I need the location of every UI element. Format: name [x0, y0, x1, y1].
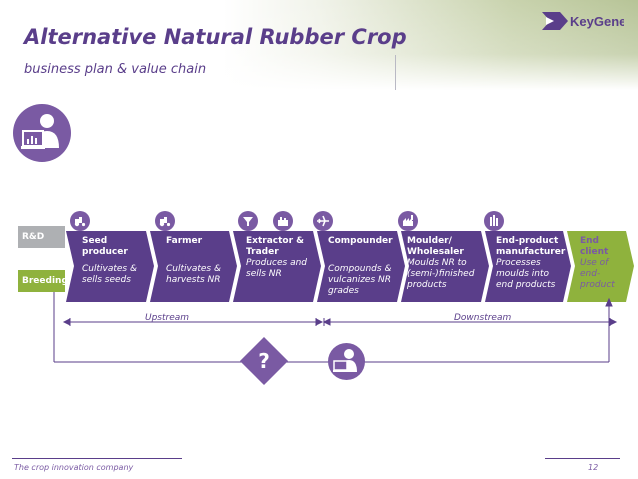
- chain-step-desc: Cultivates & sells seeds: [82, 264, 137, 285]
- downstream-label: Downstream: [454, 313, 512, 323]
- footer-divider-left: [12, 458, 182, 459]
- chain-arrow-farmer: [150, 231, 237, 302]
- chain-arrows: [66, 231, 634, 302]
- chain-step-title: Moulder/ Wholesaler: [407, 236, 464, 257]
- slide-subtitle: business plan & value chain: [24, 62, 207, 77]
- footer-divider-right: [545, 458, 620, 459]
- chain-step-desc: Cultivates & harvests NR: [166, 264, 221, 285]
- chain-step-desc: Moulds NR to (semi-)finished products: [407, 258, 475, 290]
- chain-step-title: Seed producer: [82, 236, 128, 257]
- chain-arrow-compounder: [317, 231, 405, 302]
- chain-step-extractor: Extractor & Trader Produces and sells NR: [246, 236, 312, 280]
- tractor-icon: [155, 211, 175, 231]
- chain-step-end-client: End client Use of end-product: [580, 236, 618, 291]
- chain-step-desc: Compounds & vulcanizes NR grades: [328, 264, 392, 296]
- chain-step-title: Compounder: [328, 236, 393, 246]
- logo-text: KeyGene: [570, 14, 624, 29]
- breeding-label: Breeding: [22, 276, 68, 286]
- chain-step-desc: Use of end-product: [580, 258, 615, 290]
- chain-arrow-extractor: [233, 231, 321, 302]
- rd-box: R&D: [18, 226, 65, 248]
- header-divider: [395, 55, 396, 90]
- chain-step-seed-producer: Seed producer Cultivates & sells seeds: [82, 236, 146, 286]
- person-computer-icon: [328, 343, 365, 380]
- extractor-icon: [238, 211, 258, 231]
- question-mark: ?: [258, 349, 270, 373]
- chain-step-desc: Processes moulds into end products: [496, 258, 556, 290]
- building-icon: [484, 211, 504, 231]
- upstream-label: Upstream: [145, 313, 190, 323]
- rd-label: R&D: [22, 232, 45, 242]
- chain-step-title: Farmer: [166, 236, 203, 246]
- airplane-icon: [313, 211, 333, 231]
- page-number: 12: [588, 463, 599, 472]
- slide-title: Alternative Natural Rubber Crop: [24, 25, 407, 49]
- trader-icon: [273, 211, 293, 231]
- breeding-box: Breeding: [18, 270, 68, 292]
- chain-arrow-end-product: [485, 231, 571, 302]
- header: Alternative Natural Rubber Crop business…: [0, 0, 638, 90]
- chain-step-desc: Produces and sells NR: [246, 258, 308, 279]
- factory-icon: [398, 211, 418, 231]
- stream-arrows: [62, 318, 618, 326]
- chain-arrow-moulder: [401, 231, 489, 302]
- chain-step-title: End-product manufacturer: [496, 236, 566, 257]
- footer-tagline: The crop innovation company: [14, 463, 134, 472]
- chain-step-compounder: Compounder Compounds & vulcanizes NR gra…: [328, 236, 394, 297]
- person-computer-icon: [13, 104, 71, 162]
- keygene-logo: KeyGene: [542, 12, 624, 30]
- chain-step-end-product: End-product manufacturer Processes mould…: [496, 236, 566, 291]
- tractor-icon: [70, 211, 90, 231]
- chain-arrow-seed-producer: [66, 231, 154, 302]
- chain-step-moulder: Moulder/ Wholesaler Moulds NR to (semi-)…: [407, 236, 479, 291]
- chain-step-title: Extractor & Trader: [246, 236, 305, 257]
- chain-step-title: End client: [580, 236, 609, 257]
- chain-arrow-end-client: [567, 231, 634, 302]
- chain-step-farmer: Farmer Cultivates & harvests NR: [166, 236, 228, 286]
